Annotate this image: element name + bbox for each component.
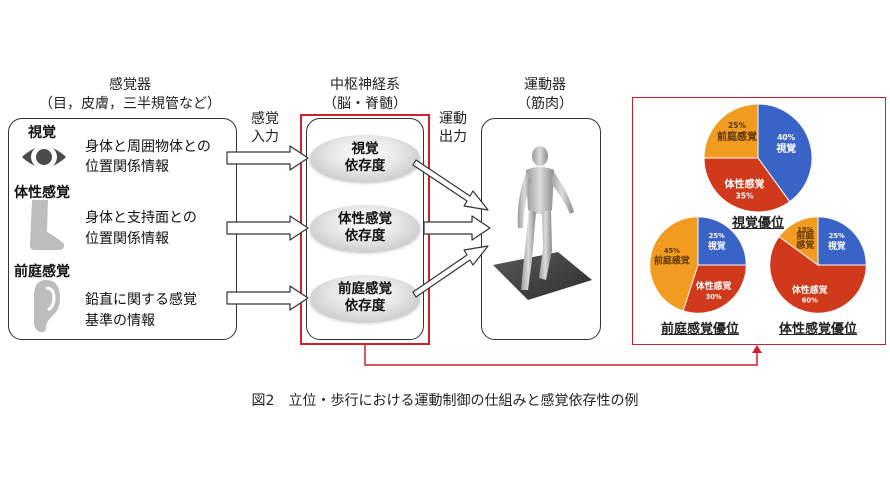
- pie-slice-somatosensory: [682, 264, 747, 314]
- pie-visual-dominant: 40%視覚 35%体性感覚 25%前庭感覚: [703, 103, 813, 213]
- pie-slice-pct-vestibular: 15%: [797, 226, 813, 234]
- pie-slice-label-somatosensory: 体性感覚: [725, 178, 765, 191]
- sense-somato-desc-2: 位置関係情報: [85, 231, 169, 247]
- pie-slice-label-vestibular: 前庭感覚: [654, 255, 690, 267]
- sense-visual-title: 視覚: [28, 125, 56, 141]
- node-visual-line2: 依存度: [344, 158, 386, 174]
- pie-slice-visual: [817, 216, 867, 266]
- pie-slice-visual: [697, 216, 747, 266]
- motor-title: 運動器: [524, 77, 566, 93]
- node-somato-dependency: 体性感覚 依存度: [310, 205, 420, 251]
- output-label-2: 出力: [439, 129, 467, 145]
- pie-vestibular-dominant-title: 前庭感覚優位: [660, 322, 739, 337]
- foot-icon: [30, 200, 65, 250]
- sense-vestibular-desc-1: 鉛直に関する感覚: [85, 292, 197, 308]
- sensors-subtitle: （目，皮膚，三半規管など）: [39, 96, 221, 112]
- sensors-title: 感覚器: [109, 77, 151, 93]
- pie-slice-somatosensory: [769, 236, 867, 314]
- pie-slice-pct-visual: 25%: [709, 232, 725, 240]
- ear-icon: [34, 280, 60, 333]
- pie-slice-visual: [757, 103, 813, 203]
- pie-slice-vestibular: [703, 103, 759, 159]
- walking-figure: [493, 146, 592, 300]
- sense-somato-desc-1: 身体と支持面との: [85, 210, 197, 226]
- pie-slice-pct-somatosensory: 35%: [736, 192, 754, 201]
- output-label-1: 運動: [439, 111, 467, 127]
- node-somato-line1: 体性感覚: [338, 211, 392, 227]
- node-vestibular-line2: 依存度: [344, 298, 386, 314]
- pie-slice-pct-visual: 25%: [829, 232, 845, 240]
- node-visual-line1: 視覚: [351, 141, 379, 157]
- node-vestibular-dependency: 前庭感覚 依存度: [310, 275, 420, 321]
- motor-subtitle: （筋肉）: [517, 96, 573, 112]
- flow-arrows: [226, 145, 762, 366]
- pie-slice-vestibular: [778, 216, 819, 266]
- pie-slice-pct-visual: 40%: [777, 133, 795, 142]
- node-visual-dependency: 視覚 依存度: [310, 135, 420, 181]
- pie-slice-label-vestibular: 前庭感覚: [796, 229, 814, 251]
- pie-slice-pct-somatosensory: 60%: [802, 297, 818, 305]
- input-label-1: 感覚: [251, 111, 279, 127]
- sense-vestibular-title: 前庭感覚: [14, 264, 70, 280]
- pie-slice-label-visual: 視覚: [775, 142, 796, 155]
- pie-somato-dominant-title: 体性感覚優位: [778, 322, 857, 337]
- node-somato-line2: 依存度: [344, 228, 386, 244]
- pie-somato-dominant: 25%視覚 60%体性感覚 15%前庭感覚: [769, 216, 867, 314]
- pie-visual-dominant-title: 視覚優位: [731, 216, 784, 231]
- pie-slice-label-visual: 視覚: [827, 240, 846, 252]
- cns-title: 中枢神経系: [330, 77, 400, 93]
- cns-subtitle: （脳・脊髄）: [323, 96, 407, 112]
- pie-slice-pct-somatosensory: 30%: [706, 293, 722, 301]
- pie-slice-label-visual: 視覚: [707, 240, 726, 252]
- pie-slice-label-somatosensory: 体性感覚: [792, 284, 828, 296]
- pie-slice-somatosensory: [703, 157, 791, 213]
- sense-visual-desc-2: 位置関係情報: [85, 159, 169, 175]
- pie-slice-label-somatosensory: 体性感覚: [696, 280, 732, 292]
- pie-charts-frame: [632, 97, 886, 345]
- sense-vestibular-desc-2: 基準の情報: [85, 313, 155, 329]
- node-vestibular-line1: 前庭感覚: [338, 281, 392, 297]
- pie-slice-pct-vestibular: 25%: [728, 121, 746, 130]
- eye-icon: [22, 145, 66, 169]
- pie-vestibular-dominant: 25%視覚 30%体性感覚 45%前庭感覚: [649, 216, 747, 314]
- pie-slice-pct-vestibular: 45%: [664, 247, 680, 255]
- input-label-2: 入力: [251, 129, 279, 145]
- sense-visual-desc-1: 身体と周囲物体との: [85, 139, 211, 155]
- pie-slice-vestibular: [649, 216, 699, 312]
- figure-caption: 図2 立位・歩行における運動制御の仕組みと感覚依存性の例: [251, 393, 639, 409]
- sense-somato-title: 体性感覚: [14, 185, 70, 201]
- pie-slice-label-vestibular: 前庭感覚: [717, 130, 757, 143]
